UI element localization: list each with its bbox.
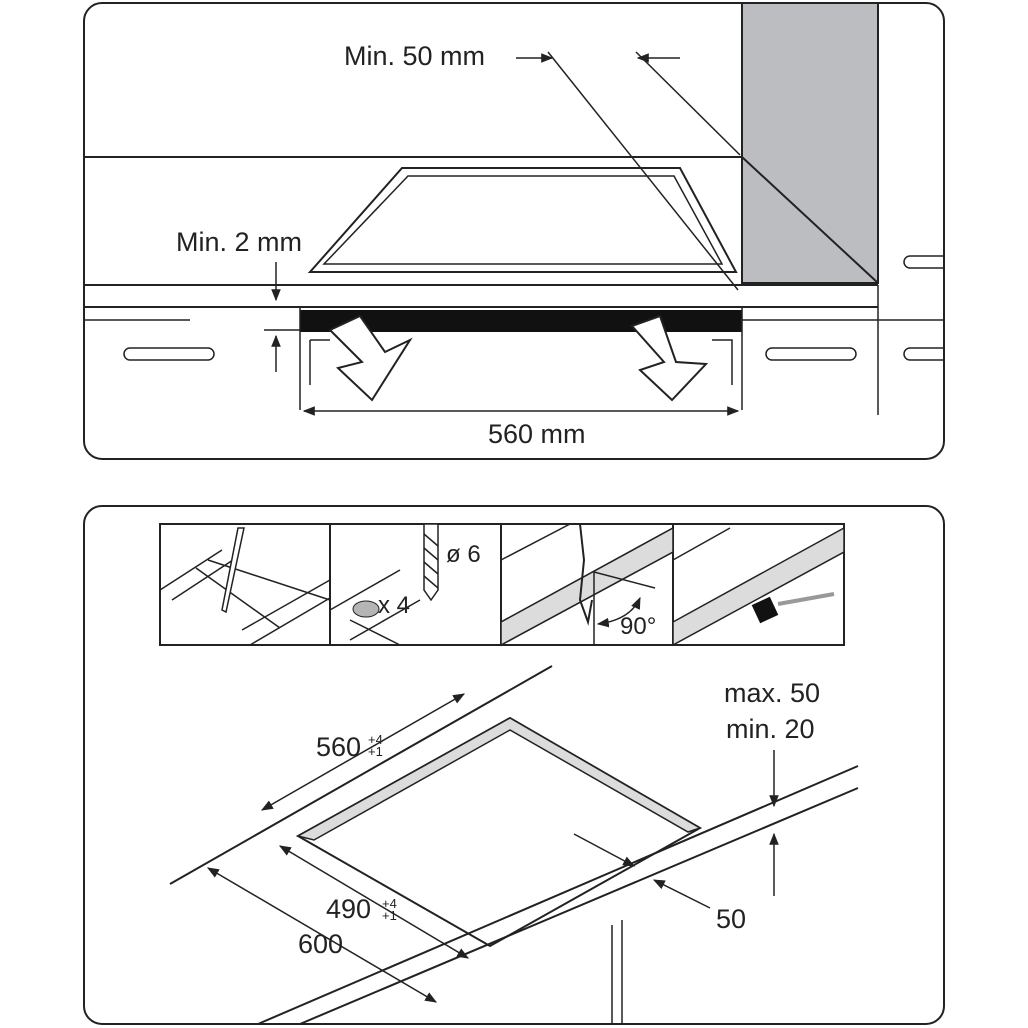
step-saw: 90° [500, 523, 674, 647]
label-count: x 4 [378, 592, 410, 619]
hob-outline [307, 167, 738, 273]
label-min-2mm: Min. 2 mm [176, 227, 302, 257]
steps-strip: ø 6 x 4 90° [159, 523, 845, 647]
saw-blade-icon [578, 523, 593, 626]
pencil-icon [221, 527, 245, 614]
label-560mm: 560 mm [488, 419, 586, 449]
label-560-tol-plus: +4 [368, 732, 383, 747]
step-mark-outline [159, 527, 331, 646]
cabinet-handles [123, 255, 944, 361]
label-560-tol-minus: +1 [368, 744, 383, 759]
label-560: 560 [316, 732, 361, 762]
step-drill: ø 6 x 4 [329, 523, 481, 646]
label-490: 490 [326, 894, 371, 924]
bottom-panel: ø 6 x 4 90° [83, 505, 945, 1025]
label-max-50: max. 50 [724, 678, 820, 708]
brush-icon [751, 596, 779, 624]
step-seal [672, 526, 845, 647]
label-600: 600 [298, 929, 343, 959]
label-min-20: min. 20 [726, 714, 815, 744]
label-min-50mm: Min. 50 mm [344, 41, 485, 71]
top-panel: Min. 50 mm Min. 2 mm 560 mm [83, 2, 945, 460]
label-50: 50 [716, 904, 746, 934]
label-angle: 90° [620, 613, 656, 640]
side-wall [741, 2, 879, 284]
airflow-arrow-icon [328, 314, 709, 402]
label-490-tol-minus: +1 [382, 908, 397, 923]
drill-hole-icon [352, 600, 380, 618]
label-diameter: ø 6 [446, 541, 481, 568]
label-490-tol-plus: +4 [382, 896, 397, 911]
